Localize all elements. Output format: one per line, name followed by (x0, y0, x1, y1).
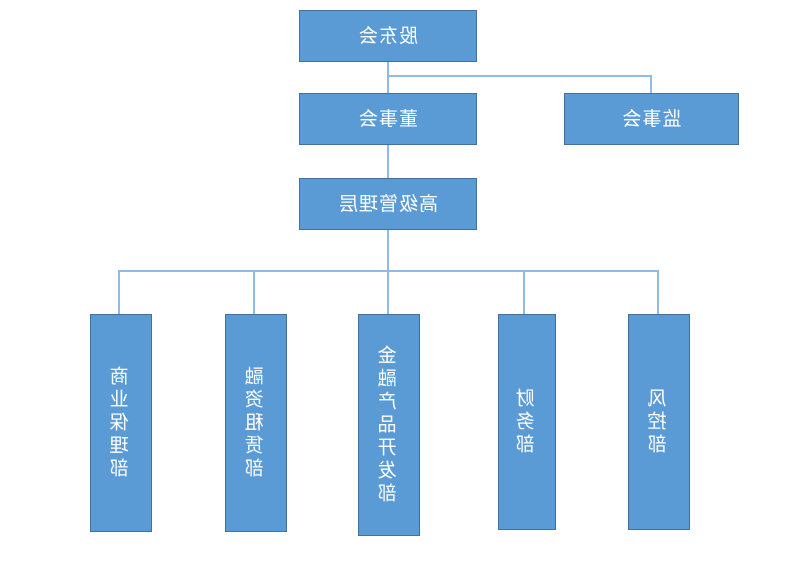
connector-management-stem (387, 230, 389, 271)
node-directors-label: 董事会 (358, 107, 419, 130)
node-factoring[interactable]: 商业保理部 (90, 314, 152, 532)
connector-to-directors (387, 75, 389, 93)
node-supervisors[interactable]: 监事会 (564, 93, 739, 145)
node-leasing-label: 融资租赁部 (244, 365, 267, 481)
node-senior-management-label: 高级管理层 (338, 192, 439, 215)
connector-to-product-development (387, 270, 389, 314)
connector-level2-bus (387, 75, 652, 77)
node-senior-management[interactable]: 高级管理层 (299, 178, 477, 230)
connector-to-supervisors (650, 75, 652, 93)
node-supervisors-label: 监事会 (621, 107, 682, 130)
connector-to-risk-control (657, 270, 659, 314)
node-risk-control-label: 风控部 (647, 387, 670, 457)
connector-to-finance (523, 270, 525, 314)
node-leasing[interactable]: 融资租赁部 (225, 314, 287, 532)
connector-to-leasing (253, 270, 255, 314)
node-product-development[interactable]: 金融产品开发部 (358, 314, 420, 536)
node-factoring-label: 商业保理部 (109, 365, 132, 481)
node-shareholders[interactable]: 股东会 (299, 10, 477, 62)
node-product-development-label: 金融产品开发部 (377, 344, 400, 506)
node-directors[interactable]: 董事会 (299, 93, 477, 145)
connector-to-factoring (118, 270, 120, 314)
node-risk-control[interactable]: 风控部 (628, 314, 690, 530)
connector-shareholders-stem (387, 62, 389, 75)
node-finance-label: 财务部 (515, 387, 538, 457)
connector-directors-to-management (387, 145, 389, 178)
node-shareholders-label: 股东会 (358, 24, 419, 47)
node-finance[interactable]: 财务部 (498, 314, 556, 530)
